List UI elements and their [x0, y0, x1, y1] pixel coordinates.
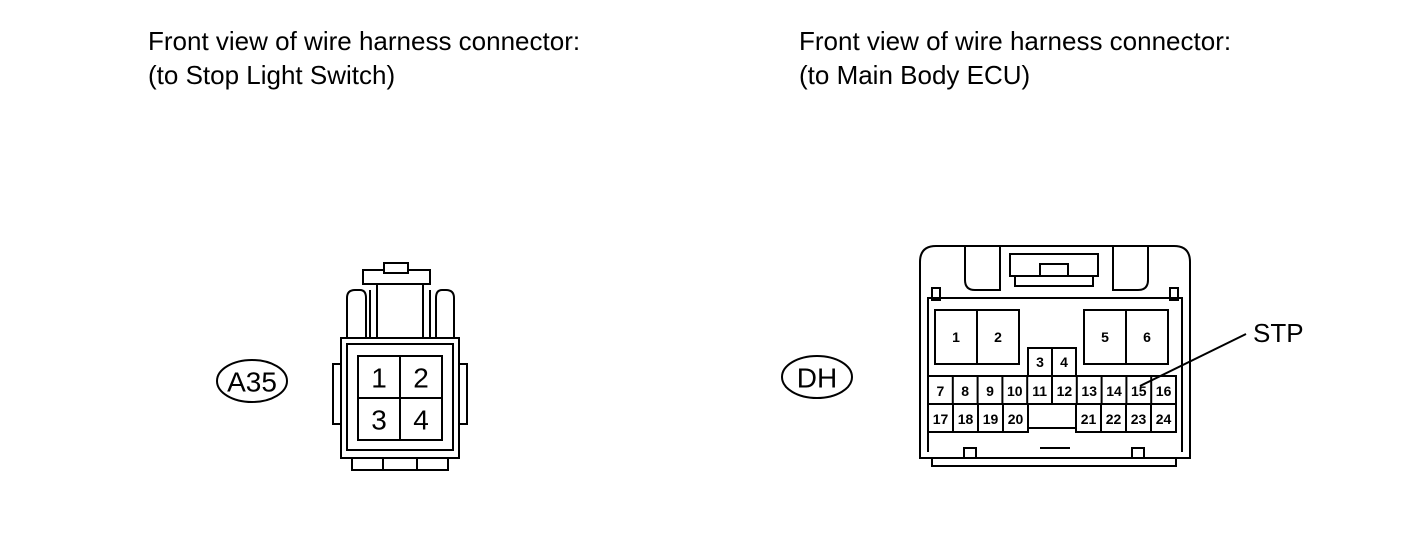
right-pin-14: 14: [1106, 383, 1122, 399]
right-cavity-dividers: [951, 376, 1153, 432]
left-pin-4: 4: [413, 405, 429, 436]
right-pin-10: 10: [1007, 383, 1023, 399]
right-pin-3: 3: [1036, 354, 1044, 370]
right-pin-17: 17: [933, 411, 949, 427]
left-pin-3: 3: [371, 405, 387, 436]
right-pin-1: 1: [952, 329, 960, 345]
right-pin-13: 13: [1081, 383, 1097, 399]
callout-label: STP: [1253, 318, 1304, 348]
right-pin-18: 18: [958, 411, 974, 427]
right-caption: Front view of wire harness connector: (t…: [799, 24, 1231, 92]
right-pin-15: 15: [1131, 383, 1147, 399]
left-caption-line2: (to Stop Light Switch): [148, 60, 396, 90]
right-pin-24: 24: [1156, 411, 1172, 427]
right-pin-9: 9: [986, 383, 994, 399]
right-caption-line1: Front view of wire harness connector:: [799, 26, 1232, 56]
right-pin-11: 11: [1032, 383, 1047, 399]
right-pin-22: 22: [1106, 411, 1122, 427]
right-connector-code-badge: DH: [781, 355, 853, 399]
right-pin-19: 19: [983, 411, 999, 427]
left-pin-1: 1: [371, 363, 387, 394]
right-pin-7: 7: [937, 383, 945, 399]
right-pin-21: 21: [1081, 411, 1097, 427]
left-pin-2: 2: [413, 363, 429, 394]
right-caption-line2: (to Main Body ECU): [799, 60, 1031, 90]
right-pin-23: 23: [1131, 411, 1147, 427]
left-caption-line1: Front view of wire harness connector:: [148, 26, 581, 56]
callout-leader-line: [1139, 333, 1247, 387]
right-connector-code: DH: [797, 363, 837, 394]
left-connector-code: A35: [227, 367, 277, 398]
right-pin-4: 4: [1060, 354, 1068, 370]
right-pin-20: 20: [1008, 411, 1024, 427]
right-pin-8: 8: [961, 383, 969, 399]
right-pin-6: 6: [1143, 329, 1151, 345]
right-pin-2: 2: [994, 329, 1002, 345]
right-pin-12: 12: [1057, 383, 1073, 399]
left-caption: Front view of wire harness connector: (t…: [148, 24, 580, 92]
right-pin-16: 16: [1156, 383, 1172, 399]
left-connector-housing: [332, 262, 468, 471]
left-connector-code-badge: A35: [216, 359, 288, 403]
right-pin-5: 5: [1101, 329, 1109, 345]
